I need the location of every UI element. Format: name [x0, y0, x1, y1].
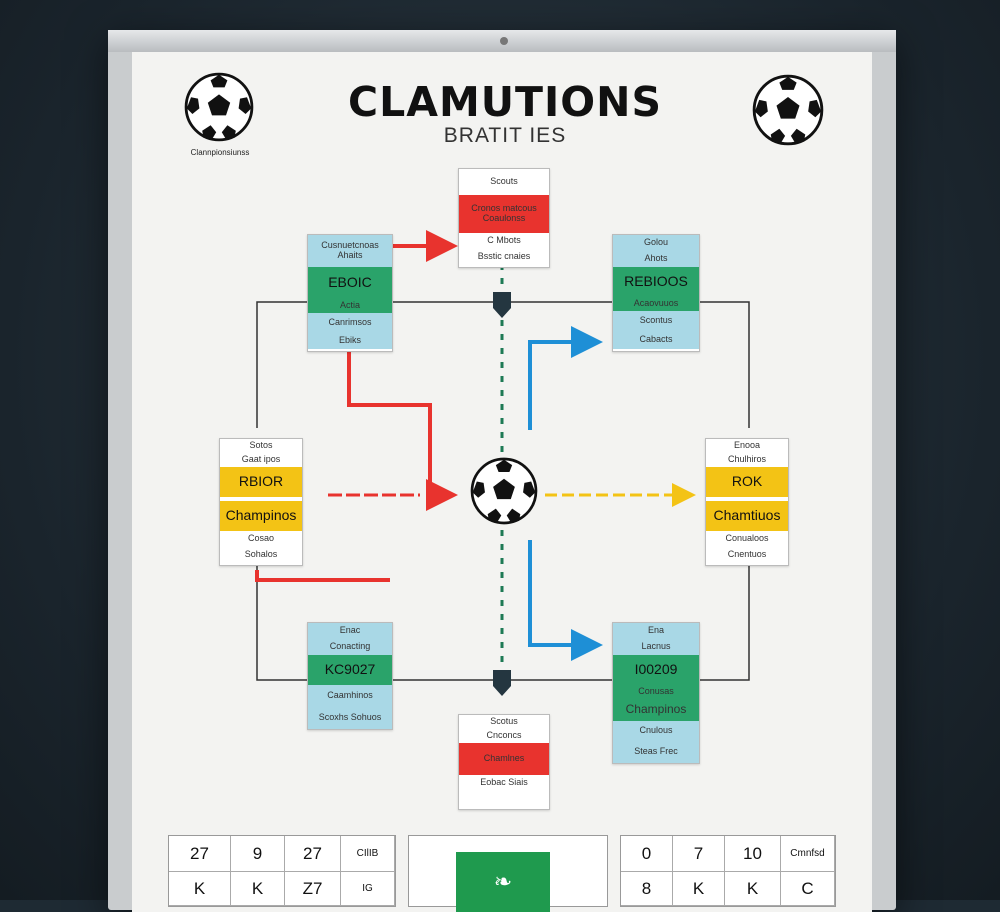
- card-label: Cnulous: [613, 721, 699, 741]
- card-team: KC9027: [308, 655, 392, 685]
- card-team: Chamtiuos: [706, 501, 788, 531]
- score-cell: C: [781, 872, 835, 906]
- card-label: Steas Frec: [613, 741, 699, 763]
- soccer-ball-icon: [752, 74, 824, 146]
- score-cell: IG: [341, 872, 395, 906]
- card-spacer: [220, 497, 302, 501]
- soccer-ball-icon: [470, 457, 538, 525]
- card-label: Ena: [613, 623, 699, 639]
- page-subtitle: BRATIT IES: [443, 124, 567, 147]
- card-label: Actia: [308, 299, 392, 313]
- card-label: Ebiks: [308, 333, 392, 349]
- card-label: Conacting: [308, 639, 392, 655]
- card-label: Sohalos: [220, 547, 302, 563]
- match-card-right-mid[interactable]: Enooa Chulhiros ROK Chamtiuos Conualoos …: [705, 438, 789, 566]
- card-label: Enac: [308, 623, 392, 639]
- card-label: Scouts: [459, 169, 549, 195]
- card-team: RBIOR: [220, 467, 302, 497]
- card-label: Canrimsos: [308, 313, 392, 333]
- score-cell: K: [725, 872, 781, 906]
- score-cell: 0: [621, 836, 673, 872]
- card-team: I00209: [613, 655, 699, 685]
- card-label: Scontus: [613, 311, 699, 331]
- card-label: Cusnuetcnoas Ahaits: [308, 235, 392, 267]
- score-cell: 9: [231, 836, 285, 872]
- card-label: Cnentuos: [706, 547, 788, 563]
- match-card-left-upper[interactable]: Cusnuetcnoas Ahaits EBOIC Actia Canrimso…: [307, 234, 393, 352]
- card-label: Chulhiros: [706, 453, 788, 467]
- score-cell: K: [231, 872, 285, 906]
- match-card-top-center[interactable]: Scouts Cronos matcous Coaulonss C Mbots …: [458, 168, 550, 268]
- match-card-bottom-center[interactable]: Scotus Cnconcs Chamlnes Eobac Siais: [458, 714, 550, 810]
- match-card-left-mid[interactable]: Sotos Gaat ipos RBIOR Champinos Cosao So…: [219, 438, 303, 566]
- score-cell: 27: [285, 836, 341, 872]
- card-team: Chamlnes: [459, 743, 549, 775]
- match-card-left-lower[interactable]: Enac Conacting KC9027 Caamhinos Scoxhs S…: [307, 622, 393, 730]
- card-label: Gaat ipos: [220, 453, 302, 467]
- score-cell: CIlIB: [341, 836, 395, 872]
- card-label: Golou: [613, 235, 699, 251]
- score-cell: 7: [673, 836, 725, 872]
- card-team: ROK: [706, 467, 788, 497]
- score-cell: 27: [169, 836, 231, 872]
- card-label: Caamhinos: [308, 685, 392, 707]
- score-cell: K: [673, 872, 725, 906]
- score-cell: K: [169, 872, 231, 906]
- score-table-right: 0 7 10 Cmnfsd 8 K K C: [620, 835, 836, 907]
- card-label: Cosao: [220, 531, 302, 547]
- page-title: CLAMUTIONS: [348, 78, 662, 126]
- card-team: Cronos matcous Coaulonss: [459, 195, 549, 233]
- card-team: Champinos: [220, 501, 302, 531]
- card-label: Eobac Siais: [459, 775, 549, 791]
- score-cell: Cmnfsd: [781, 836, 835, 872]
- match-card-right-lower[interactable]: Ena Lacnus I00209 Conusas Champinos Cnul…: [612, 622, 700, 764]
- corner-caption: Clannpionsiunss: [190, 148, 250, 157]
- card-label: Conualoos: [706, 531, 788, 547]
- club-crest-icon: ❧: [456, 852, 550, 912]
- score-table-left: 27 9 27 CIlIB K K Z7 IG: [168, 835, 396, 907]
- card-label: Conusas: [613, 685, 699, 699]
- hanging-pin: [500, 37, 508, 45]
- card-label: Enooa: [706, 439, 788, 453]
- card-team: Champinos: [613, 699, 699, 721]
- soccer-ball-icon: [184, 72, 254, 142]
- card-spacer: [706, 497, 788, 501]
- card-label: Lacnus: [613, 639, 699, 655]
- card-label: Scoxhs Sohuos: [308, 707, 392, 729]
- score-cell: Z7: [285, 872, 341, 906]
- score-cell: 10: [725, 836, 781, 872]
- card-team: EBOIC: [308, 267, 392, 299]
- card-label: Cabacts: [613, 331, 699, 349]
- card-label: Ahots: [613, 251, 699, 267]
- card-label: C Mbots: [459, 233, 549, 249]
- score-cell: 8: [621, 872, 673, 906]
- card-team: REBIOOS: [613, 267, 699, 297]
- card-label: Scotus: [459, 715, 549, 729]
- card-label: Sotos: [220, 439, 302, 453]
- match-card-right-upper[interactable]: Golou Ahots REBIOOS Acaovuuos Scontus Ca…: [612, 234, 700, 352]
- card-label: Bsstic cnaies: [459, 249, 549, 265]
- card-label: Acaovuuos: [613, 297, 699, 311]
- card-label: Cnconcs: [459, 729, 549, 743]
